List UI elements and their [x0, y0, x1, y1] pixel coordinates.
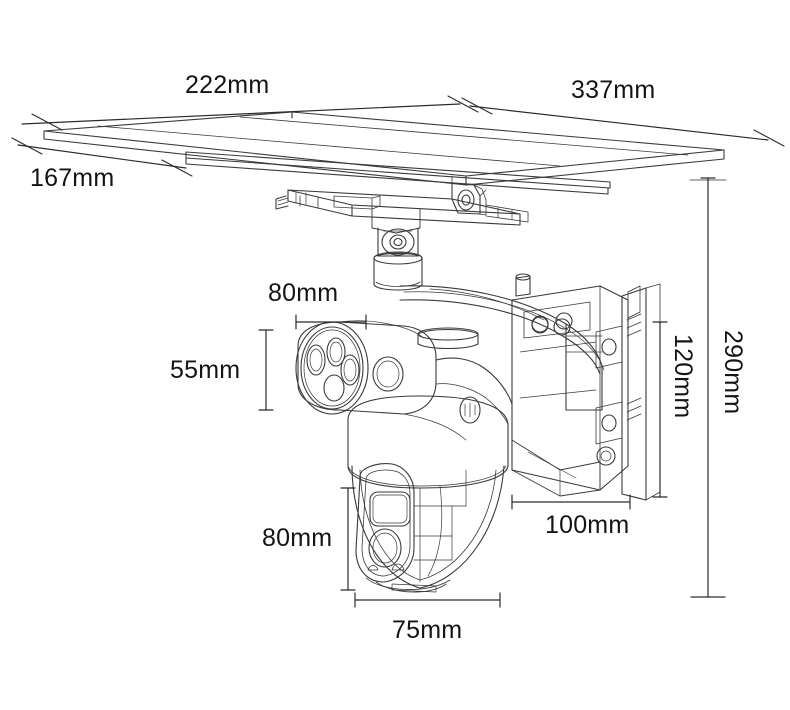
swivel-joint: [371, 208, 423, 291]
dimension-290mm: [689, 177, 727, 598]
label-55mm: 55mm: [170, 356, 241, 384]
dimension-75mm: [354, 592, 501, 608]
label-222mm: 222mm: [185, 71, 270, 99]
ptz-dome-camera: [347, 395, 509, 593]
label-75mm: 75mm: [392, 616, 463, 644]
label-290mm: 290mm: [719, 330, 747, 415]
dimension-80mm-width: [295, 314, 367, 330]
label-167mm: 167mm: [30, 164, 115, 192]
bullet-camera-head: [295, 320, 513, 441]
dimension-100mm: [511, 494, 631, 510]
label-80mm-height: 80mm: [262, 524, 333, 552]
label-120mm: 120mm: [669, 334, 697, 419]
mount-rail: [275, 175, 529, 226]
label-80mm-width: 80mm: [268, 279, 339, 307]
label-337mm: 337mm: [571, 76, 656, 104]
support-arm: [399, 273, 605, 411]
solar-panel: [43, 111, 725, 195]
dimension-167mm: [11, 137, 193, 177]
wall-bracket: [511, 285, 629, 497]
dimension-337mm: [461, 97, 785, 147]
dimension-55mm: [258, 329, 274, 411]
dimension-80mm-height: [340, 487, 356, 591]
antenna: [595, 283, 661, 501]
dimension-120mm: [652, 321, 668, 498]
dimension-222mm: [21, 95, 479, 131]
label-100mm: 100mm: [545, 511, 630, 539]
